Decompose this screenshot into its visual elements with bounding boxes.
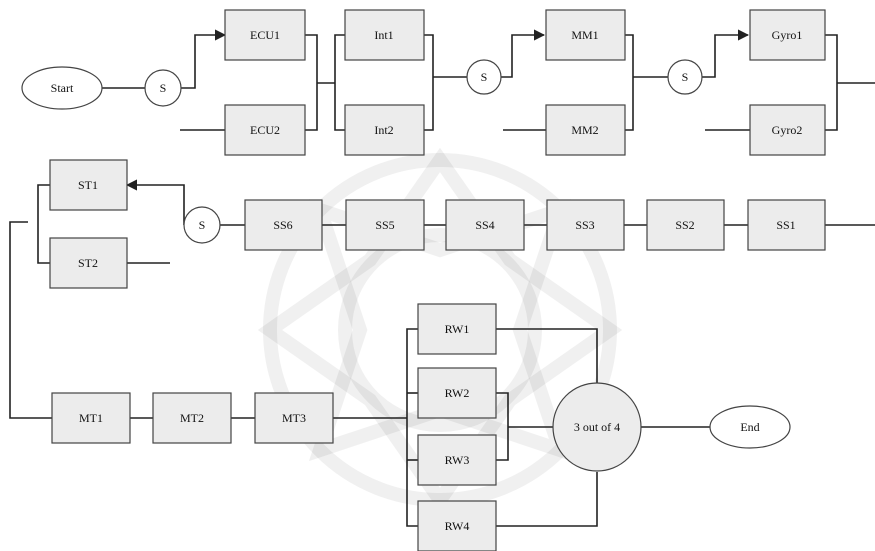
switch-label-1: S bbox=[160, 81, 167, 95]
block-rw2-label: RW2 bbox=[445, 386, 470, 400]
start-label: Start bbox=[51, 81, 74, 95]
block-mm2-label: MM2 bbox=[571, 123, 598, 137]
switch-node-3 bbox=[667, 59, 703, 95]
block-ecu1 bbox=[224, 9, 306, 61]
switch-node-2 bbox=[466, 59, 502, 95]
block-mt1-label: MT1 bbox=[79, 411, 103, 425]
block-ss1-label: SS1 bbox=[776, 218, 795, 232]
block-rw4 bbox=[417, 500, 497, 551]
block-int2-label: Int2 bbox=[374, 123, 393, 137]
switch-label-3: S bbox=[682, 70, 689, 84]
block-st2 bbox=[49, 237, 128, 289]
block-ss6-label: SS6 bbox=[273, 218, 292, 232]
block-gyro1 bbox=[749, 9, 826, 61]
block-mt2-label: MT2 bbox=[180, 411, 204, 425]
switch-node-4 bbox=[183, 206, 221, 244]
block-st1 bbox=[49, 159, 128, 211]
switch-label-4: S bbox=[199, 218, 206, 232]
block-mt3 bbox=[254, 392, 334, 444]
block-gyro1-label: Gyro1 bbox=[772, 28, 803, 42]
block-int1-label: Int1 bbox=[374, 28, 393, 42]
block-rw3 bbox=[417, 434, 497, 486]
block-mt2 bbox=[152, 392, 232, 444]
block-st1-label: ST1 bbox=[78, 178, 98, 192]
block-ss3-label: SS3 bbox=[575, 218, 594, 232]
start-node bbox=[21, 66, 103, 110]
block-mt1 bbox=[51, 392, 131, 444]
block-rw1-label: RW1 bbox=[445, 322, 470, 336]
block-ss1 bbox=[747, 199, 826, 251]
block-ecu1-label: ECU1 bbox=[250, 28, 280, 42]
block-mm2 bbox=[545, 104, 626, 156]
block-ss4 bbox=[445, 199, 525, 251]
block-int2 bbox=[344, 104, 425, 156]
block-rw1 bbox=[417, 303, 497, 355]
block-ss5-label: SS5 bbox=[375, 218, 394, 232]
switch-node-1 bbox=[144, 69, 182, 107]
block-ss2 bbox=[646, 199, 725, 251]
block-ss4-label: SS4 bbox=[475, 218, 494, 232]
block-ss5 bbox=[345, 199, 425, 251]
block-mt3-label: MT3 bbox=[282, 411, 306, 425]
block-rw2 bbox=[417, 367, 497, 419]
block-rw3-label: RW3 bbox=[445, 453, 470, 467]
block-ecu2-label: ECU2 bbox=[250, 123, 280, 137]
block-ss2-label: SS2 bbox=[675, 218, 694, 232]
block-int1 bbox=[344, 9, 425, 61]
switch-label-2: S bbox=[481, 70, 488, 84]
voter-node bbox=[552, 382, 642, 472]
block-mm1-label: MM1 bbox=[571, 28, 598, 42]
end-node bbox=[709, 405, 791, 449]
block-rw4-label: RW4 bbox=[445, 519, 470, 533]
connector-lines bbox=[9, 29, 875, 527]
end-label: End bbox=[740, 420, 759, 434]
block-st2-label: ST2 bbox=[78, 256, 98, 270]
voter-label: 3 out of 4 bbox=[574, 420, 620, 434]
block-ss3 bbox=[546, 199, 625, 251]
block-mm1 bbox=[545, 9, 626, 61]
block-gyro2 bbox=[749, 104, 826, 156]
block-ss6 bbox=[244, 199, 323, 251]
block-gyro2-label: Gyro2 bbox=[772, 123, 803, 137]
block-ecu2 bbox=[224, 104, 306, 156]
